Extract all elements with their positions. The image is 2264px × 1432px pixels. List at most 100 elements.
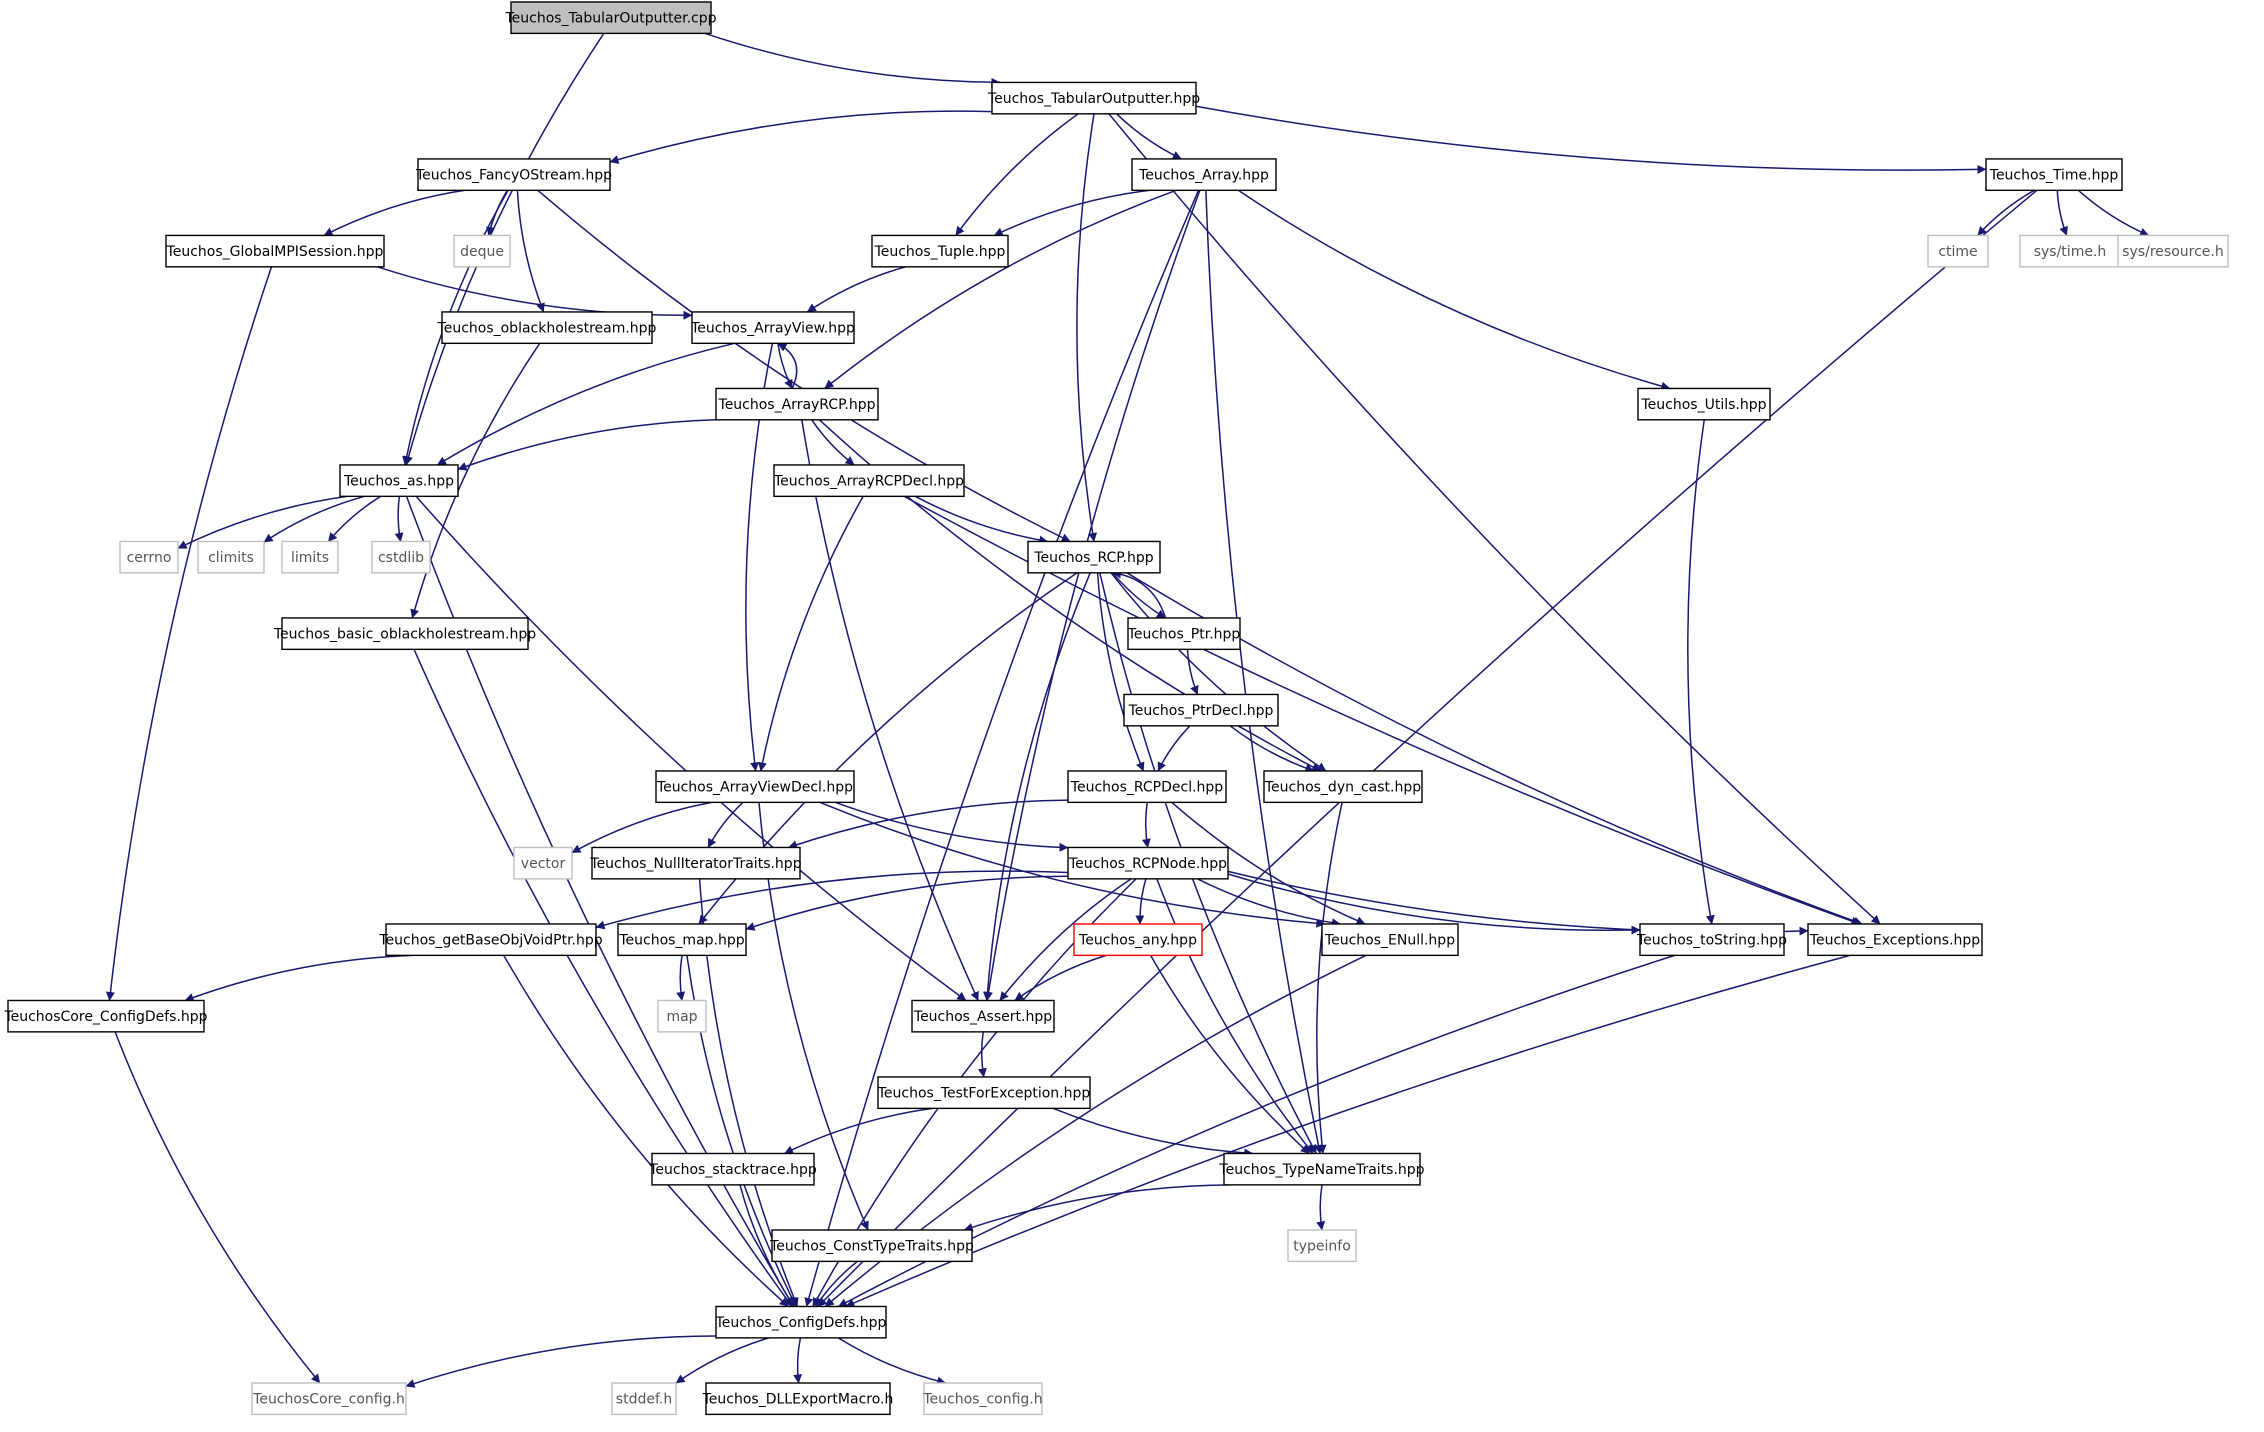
node-tostring[interactable]: Teuchos_toString.hpp — [1636, 923, 1787, 957]
node-box-basicoblack — [281, 617, 529, 651]
node-configdefs[interactable]: Teuchos_ConfigDefs.hpp — [715, 1305, 887, 1339]
node-ptrdecl[interactable]: Teuchos_PtrDecl.hpp — [1123, 693, 1279, 727]
node-box-globalmpi — [165, 234, 385, 268]
node-ptr[interactable]: Teuchos_Ptr.hpp — [1127, 617, 1241, 651]
node-getbase[interactable]: Teuchos_getBaseObjVoidPtr.hpp — [378, 923, 603, 957]
node-typename[interactable]: Teuchos_TypeNameTraits.hpp — [1218, 1152, 1425, 1186]
node-systime: sys/time.h — [2019, 234, 2121, 268]
node-label-as: Teuchos_as.hpp — [343, 474, 454, 490]
node-label-typeinfo: typeinfo — [1293, 1239, 1351, 1255]
node-label-rcp: Teuchos_RCP.hpp — [1033, 550, 1153, 566]
node-box-stacktrace — [651, 1152, 815, 1186]
node-vector: vector — [513, 846, 573, 880]
node-arrayrcp[interactable]: Teuchos_ArrayRCP.hpp — [715, 387, 879, 421]
node-oblack[interactable]: Teuchos_oblackholestream.hpp — [437, 311, 657, 345]
node-dllexport[interactable]: Teuchos_DLLExportMacro.h — [702, 1382, 894, 1416]
edge-tabout_hpp-to-time — [1195, 105, 1987, 174]
node-any[interactable]: Teuchos_any.hpp — [1073, 923, 1203, 957]
node-box-exceptions — [1807, 923, 1983, 957]
node-box-typename — [1223, 1152, 1421, 1186]
node-tabout_cpp[interactable]: Teuchos_TabularOutputter.cpp — [504, 1, 717, 35]
node-box-cerrno — [119, 540, 179, 574]
node-rcpdecl[interactable]: Teuchos_RCPDecl.hpp — [1067, 770, 1227, 804]
node-label-testforexc: Teuchos_TestForException.hpp — [877, 1086, 1091, 1102]
node-label-enull: Teuchos_ENull.hpp — [1324, 933, 1455, 949]
node-coreconfigdefs[interactable]: TeuchosCore_ConfigDefs.hpp — [3, 999, 208, 1033]
node-arrayrcpdecl[interactable]: Teuchos_ArrayRCPDecl.hpp — [773, 464, 965, 498]
node-utils[interactable]: Teuchos_Utils.hpp — [1637, 387, 1771, 421]
node-config_h: Teuchos_config.h — [922, 1382, 1043, 1416]
node-stacktrace[interactable]: Teuchos_stacktrace.hpp — [648, 1152, 817, 1186]
edge-stacktrace-to-configdefs — [739, 1184, 795, 1307]
node-time[interactable]: Teuchos_Time.hpp — [1985, 158, 2123, 192]
node-tabout_hpp[interactable]: Teuchos_TabularOutputter.hpp — [987, 81, 1200, 115]
edge-arrayviewdecl-to-vector — [571, 801, 712, 854]
node-arrayviewdecl[interactable]: Teuchos_ArrayViewDecl.hpp — [655, 770, 855, 804]
node-consttype[interactable]: Teuchos_ConstTypeTraits.hpp — [769, 1229, 974, 1263]
node-nulliter[interactable]: Teuchos_NullIteratorTraits.hpp — [589, 846, 802, 880]
node-box-map_hpp — [617, 923, 747, 957]
edge-coreconfigdefs-to-coreconfig — [114, 1031, 321, 1384]
edge-as-to-limits — [327, 495, 382, 542]
edge-arrayviewdecl-to-nulliter — [707, 801, 744, 848]
node-basicoblack[interactable]: Teuchos_basic_oblackholestream.hpp — [273, 617, 536, 651]
node-ctime: ctime — [1927, 234, 1989, 268]
node-globalmpi[interactable]: Teuchos_GlobalMPISession.hpp — [165, 234, 385, 268]
edge-tabout_hpp-to-exceptions — [1108, 113, 1881, 925]
node-box-arrayviewdecl — [655, 770, 855, 804]
node-label-sysres: sys/resource.h — [2122, 244, 2223, 260]
node-rcpnode[interactable]: Teuchos_RCPNode.hpp — [1067, 846, 1229, 880]
node-stddef: stddef.h — [611, 1382, 677, 1416]
node-box-tabout_cpp — [510, 1, 712, 35]
edge-oblack-to-basicoblack — [410, 342, 541, 619]
edge-rcpnode-to-getbase — [595, 870, 1069, 930]
node-box-arrayrcpdecl — [773, 464, 965, 498]
node-dyncast[interactable]: Teuchos_dyn_cast.hpp — [1263, 770, 1423, 804]
node-label-arrayrcp: Teuchos_ArrayRCP.hpp — [718, 397, 876, 413]
edge-testforexc-to-typename — [1053, 1107, 1254, 1158]
edge-dyncast-to-typename — [1316, 802, 1343, 1154]
node-label-utils: Teuchos_Utils.hpp — [1641, 397, 1767, 413]
edge-arrayrcp-to-as — [457, 418, 717, 471]
node-tuple[interactable]: Teuchos_Tuple.hpp — [871, 234, 1009, 268]
node-label-tabout_cpp: Teuchos_TabularOutputter.cpp — [504, 11, 716, 27]
node-map_hpp[interactable]: Teuchos_map.hpp — [617, 923, 747, 957]
node-box-time — [1985, 158, 2123, 192]
node-climits: climits — [197, 540, 265, 574]
edge-fancy-to-rcp — [537, 189, 1071, 543]
node-label-configdefs: Teuchos_ConfigDefs.hpp — [715, 1315, 887, 1331]
node-array[interactable]: Teuchos_Array.hpp — [1131, 158, 1277, 192]
node-arrayview[interactable]: Teuchos_ArrayView.hpp — [690, 311, 855, 345]
node-label-getbase: Teuchos_getBaseObjVoidPtr.hpp — [378, 933, 602, 949]
node-exceptions[interactable]: Teuchos_Exceptions.hpp — [1807, 923, 1983, 957]
node-label-tabout_hpp: Teuchos_TabularOutputter.hpp — [987, 91, 1200, 107]
node-label-time: Teuchos_Time.hpp — [1989, 168, 2119, 184]
node-label-arrayview: Teuchos_ArrayView.hpp — [690, 321, 855, 337]
node-box-limits — [281, 540, 339, 574]
edge-rcpnode-to-typename — [1156, 878, 1314, 1154]
edge-ptr-to-ptrdecl — [1186, 649, 1199, 695]
edge-arrayrcp-to-arrayview — [777, 342, 798, 389]
node-box-getbase — [385, 923, 597, 957]
node-label-climits: climits — [208, 550, 254, 566]
edge-arrayrcp-to-assert — [801, 419, 979, 1001]
node-assert[interactable]: Teuchos_Assert.hpp — [911, 999, 1055, 1033]
edge-array-to-typename — [1205, 190, 1323, 1154]
node-label-any: Teuchos_any.hpp — [1078, 933, 1197, 949]
node-label-array: Teuchos_Array.hpp — [1138, 168, 1269, 184]
edge-time-to-systime — [2056, 190, 2068, 236]
node-testforexc[interactable]: Teuchos_TestForException.hpp — [877, 1076, 1091, 1110]
node-rcp[interactable]: Teuchos_RCP.hpp — [1027, 540, 1161, 574]
node-label-stddef: stddef.h — [616, 1392, 672, 1408]
node-enull[interactable]: Teuchos_ENull.hpp — [1321, 923, 1459, 957]
node-as[interactable]: Teuchos_as.hpp — [339, 464, 459, 498]
edge-rcpdecl-to-nulliter — [788, 799, 1069, 850]
node-label-arrayviewdecl: Teuchos_ArrayViewDecl.hpp — [656, 780, 853, 796]
node-label-tostring: Teuchos_toString.hpp — [1636, 933, 1787, 949]
edge-tuple-to-arrayview — [806, 266, 906, 313]
node-label-rcpdecl: Teuchos_RCPDecl.hpp — [1070, 780, 1224, 796]
node-fancy[interactable]: Teuchos_FancyOStream.hpp — [415, 158, 612, 192]
edge-tabout_hpp-to-tuple — [955, 113, 1079, 236]
node-label-config_h: Teuchos_config.h — [922, 1392, 1042, 1408]
